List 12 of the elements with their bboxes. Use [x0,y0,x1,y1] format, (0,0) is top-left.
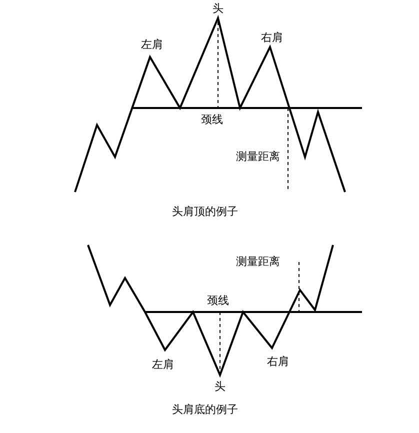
chart-label: 头 [214,380,226,393]
chart-label: 颈线 [206,294,230,307]
chart-label: 右肩 [260,31,284,44]
chart-label: 左肩 [151,358,175,371]
chart-label: 颈线 [200,113,224,126]
chart-label: 左肩 [140,38,164,51]
caption: 头肩顶的例子 [171,205,239,218]
chart-label: 头 [212,2,224,15]
chart-label: 右肩 [266,355,290,368]
chart-label: 测量距离 [235,150,281,163]
chart-label: 测量距离 [235,255,281,268]
caption: 头肩底的例子 [171,403,239,416]
